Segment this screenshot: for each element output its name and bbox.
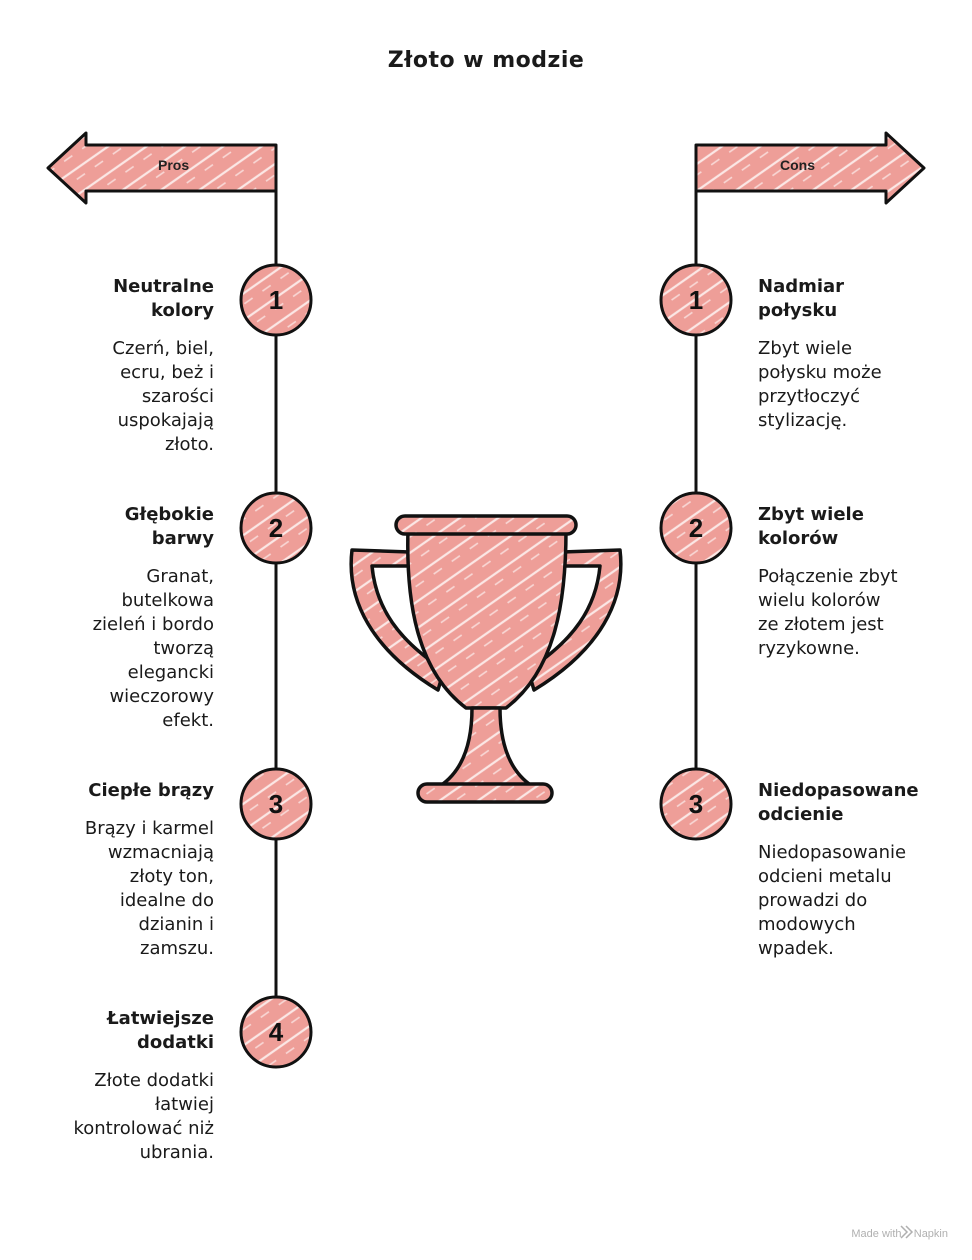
pros-marker-2 bbox=[239, 491, 313, 565]
cons-number-3: 3 bbox=[688, 788, 704, 819]
page-title: Złoto w modzie bbox=[387, 48, 585, 73]
pros-number-4: 4 bbox=[268, 1016, 284, 1047]
cons-marker-3 bbox=[659, 767, 733, 841]
trophy-icon bbox=[349, 514, 623, 804]
napkin-logo-icon bbox=[900, 1225, 914, 1239]
cons-label: Cons bbox=[780, 157, 815, 173]
pros-number-2: 2 bbox=[268, 512, 284, 543]
cons-marker-1 bbox=[659, 263, 733, 337]
made-with-napkin: Made with Napkin bbox=[851, 1228, 948, 1240]
pros-item-heading: Ciepłe brązy bbox=[88, 780, 214, 801]
pros-number-3: 3 bbox=[268, 788, 284, 819]
pros-arrow bbox=[46, 131, 278, 205]
cons-arrow bbox=[694, 131, 926, 205]
pros-number-1: 1 bbox=[268, 284, 284, 315]
cons-marker-2 bbox=[659, 491, 733, 565]
pros-marker-3 bbox=[239, 767, 313, 841]
cons-number-2: 2 bbox=[688, 512, 704, 543]
pros-marker-1 bbox=[239, 263, 313, 337]
pros-label: Pros bbox=[158, 157, 190, 173]
pros-marker-4 bbox=[239, 995, 313, 1069]
cons-number-1: 1 bbox=[688, 284, 704, 315]
